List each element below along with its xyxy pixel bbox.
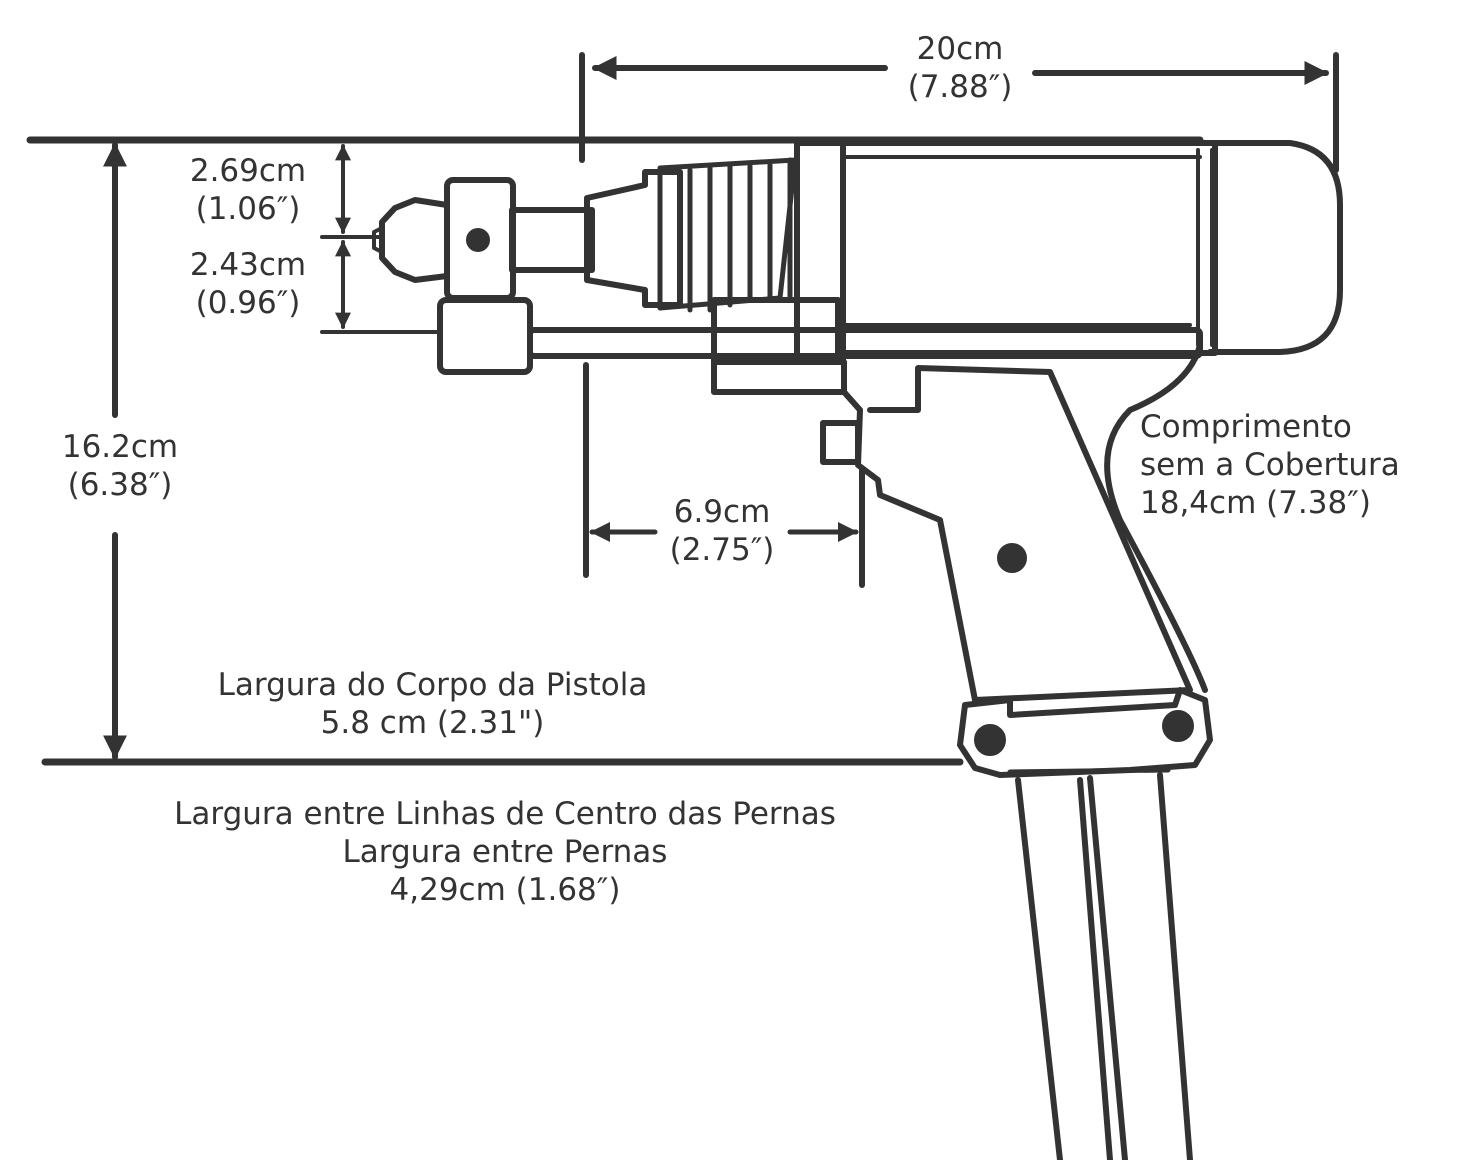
handle-outline [841, 365, 1193, 703]
dimension-arrows [103, 56, 1329, 760]
overall-height-imperial: (6.38″) [67, 467, 173, 503]
chuck-teeth [372, 226, 384, 254]
leg-width-label: Largura entre Linhas de Centro das Perna… [100, 795, 910, 909]
housing-seam [1196, 148, 1214, 347]
base-screw-right [1162, 710, 1194, 742]
body-width-label: Largura do Corpo da Pistola 5.8 cm (2.31… [160, 666, 705, 742]
overall-height-metric: 16.2cm [61, 429, 179, 465]
chuck-tip [379, 197, 450, 283]
base-plate [957, 687, 1213, 778]
body-width-line1: Largura do Corpo da Pistola [217, 667, 648, 703]
gun-body [372, 140, 1343, 1160]
chuck-upper-metric: 2.69cm [189, 153, 307, 189]
chuck-lower-imperial: (0.96″) [195, 285, 301, 321]
chuck-upper-imperial: (1.06″) [195, 191, 301, 227]
bellows-outer [657, 157, 798, 311]
length-without-cover-line2: sem a Cobertura [1140, 447, 1400, 483]
chuck-pin [466, 228, 490, 252]
cable-leg-left [1015, 777, 1113, 1160]
leg-width-line1: Largura entre Linhas de Centro das Perna… [174, 796, 836, 832]
chuck-lower-metric: 2.43cm [189, 247, 307, 283]
body-width-line2: 5.8 cm (2.31") [320, 705, 545, 741]
cable-leg-right [1087, 772, 1193, 1160]
length-without-cover-line3: 18,4cm (7.38″) [1140, 485, 1371, 521]
overall-length-imperial: (7.88″) [907, 69, 1013, 105]
chuck-upper-label: 2.69cm (1.06″) [168, 152, 328, 228]
front-offset-imperial: (2.75″) [669, 532, 775, 568]
cable-collar [1007, 767, 1171, 775]
chuck-lower-label: 2.43cm (0.96″) [168, 246, 328, 322]
overall-length-label: 20cm (7.88″) [890, 30, 1030, 106]
bellows [584, 169, 683, 308]
length-without-cover-label: Comprimento sem a Cobertura 18,4cm (7.38… [1140, 408, 1400, 522]
handle-back [1104, 342, 1208, 693]
overall-length-metric: 20cm [916, 31, 1004, 67]
base-screw-left [974, 724, 1006, 756]
front-offset-metric: 6.9cm [673, 494, 771, 530]
bellows-rings [687, 157, 793, 313]
trigger [820, 420, 861, 465]
front-offset-label: 6.9cm (2.75″) [648, 493, 796, 569]
leg-width-line3: 4,29cm (1.68″) [389, 872, 621, 908]
leg-width-line2: Largura entre Pernas [342, 834, 668, 870]
main-housing [840, 140, 1218, 356]
rod-clamp [437, 297, 533, 375]
handle-screw [997, 543, 1027, 573]
lower-spacer [711, 359, 847, 395]
length-without-cover-line1: Comprimento [1140, 409, 1352, 445]
chuck-shaft [509, 207, 595, 273]
rear-cover [1207, 140, 1343, 355]
overall-height-label: 16.2cm (6.38″) [45, 428, 195, 504]
